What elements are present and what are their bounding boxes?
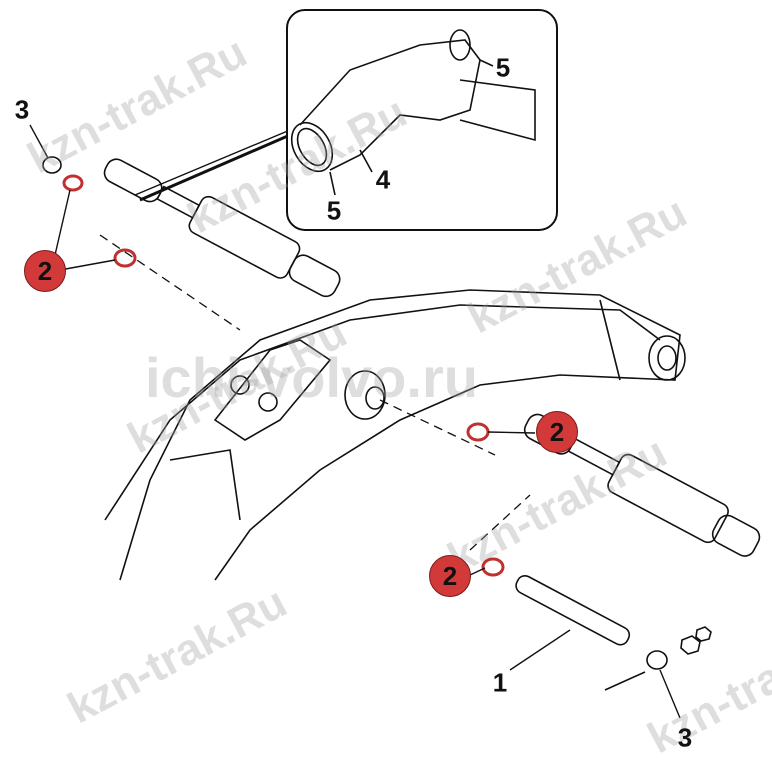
callout-5-inset-seal: 5: [495, 52, 511, 83]
washer-bottom: [646, 650, 668, 670]
leader-lines: [29, 124, 681, 719]
callout-2-seal-badge: 2: [536, 411, 578, 453]
callout-1-pin: 1: [492, 667, 508, 698]
callout-4-bushing: 4: [375, 164, 391, 195]
callout-2-seal-badge: 2: [24, 250, 66, 292]
nut-2: [695, 626, 712, 642]
callout-3-washer: 3: [14, 94, 30, 125]
callout-2-seal-badge: 2: [429, 555, 471, 597]
washer-top: [42, 156, 62, 174]
pin: [515, 575, 631, 646]
upper-cylinder: [103, 158, 341, 298]
callout-3-washer: 3: [677, 722, 693, 753]
bolt: [604, 671, 646, 691]
alignment-lines: [99, 234, 531, 551]
nut: [680, 635, 701, 655]
callout-5-inset-seal: 5: [326, 195, 342, 226]
boom-arm: [104, 289, 686, 581]
inset-detail: [286, 9, 558, 231]
